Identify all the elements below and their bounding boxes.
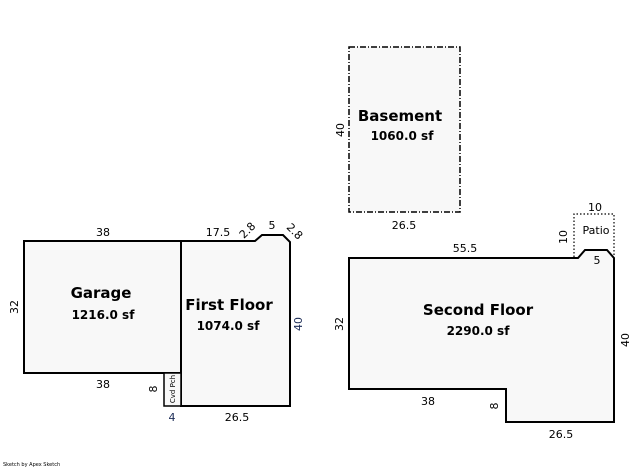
garage-label: Garage (71, 284, 132, 302)
garage-dim-bottom: 38 (96, 378, 110, 391)
patio-area[interactable]: Patio 10 10 (557, 201, 615, 257)
second-floor-dim-notch: 5 (594, 254, 601, 267)
garage-dim-top: 38 (96, 226, 110, 239)
first-floor-label: First Floor (185, 296, 273, 314)
second-floor-outline (348, 249, 615, 423)
second-floor-dim-left: 32 (333, 317, 346, 331)
covered-porch-outline (163, 372, 182, 407)
first-floor-outline (180, 234, 291, 407)
patio-dim-top: 10 (588, 201, 602, 214)
second-floor-dim-bottom-right: 26.5 (549, 428, 574, 441)
garage-sf: 1216.0 sf (72, 308, 136, 322)
second-floor-dim-step: 8 (488, 403, 501, 410)
covered-porch-dim-bottom: 4 (169, 411, 176, 424)
patio-dim-left: 10 (557, 230, 570, 244)
footer-credit: Sketch by Apex Sketch (3, 462, 60, 468)
basement-area[interactable]: Basement 1060.0 sf 40 26.5 (334, 46, 461, 232)
first-floor-dim-notch: 5 (269, 219, 276, 232)
first-floor-dim-top: 17.5 (206, 226, 231, 239)
garage-area[interactable]: Garage 1216.0 sf 38 32 38 (8, 226, 182, 391)
covered-porch-label: Cvd Pch (169, 375, 177, 403)
second-floor-label: Second Floor (423, 301, 534, 319)
basement-sf: 1060.0 sf (371, 129, 435, 143)
first-floor-area[interactable]: First Floor 1074.0 sf 17.5 2.8 5 2.8 40 … (180, 219, 305, 424)
covered-porch-area[interactable]: Cvd Pch 8 4 (147, 372, 182, 424)
second-floor-area[interactable]: Second Floor 2290.0 sf 55.5 5 32 40 38 8… (333, 242, 632, 441)
patio-label: Patio (583, 224, 610, 237)
first-floor-dim-right: 40 (292, 317, 305, 331)
basement-label: Basement (358, 107, 442, 125)
patio-outline (573, 213, 615, 257)
second-floor-sf: 2290.0 sf (447, 324, 511, 338)
first-floor-dim-diag-left: 2.8 (237, 220, 259, 242)
second-floor-dim-right: 40 (619, 333, 632, 347)
covered-porch-dim-left: 8 (147, 386, 160, 393)
basement-dim-bottom: 26.5 (392, 219, 417, 232)
basement-dim-left: 40 (334, 123, 347, 137)
first-floor-sf: 1074.0 sf (197, 319, 261, 333)
garage-outline (23, 240, 182, 374)
second-floor-dim-top: 55.5 (453, 242, 478, 255)
second-floor-dim-bottom-left: 38 (421, 395, 435, 408)
basement-outline (348, 46, 461, 213)
first-floor-dim-bottom: 26.5 (225, 411, 250, 424)
garage-dim-left: 32 (8, 300, 21, 314)
